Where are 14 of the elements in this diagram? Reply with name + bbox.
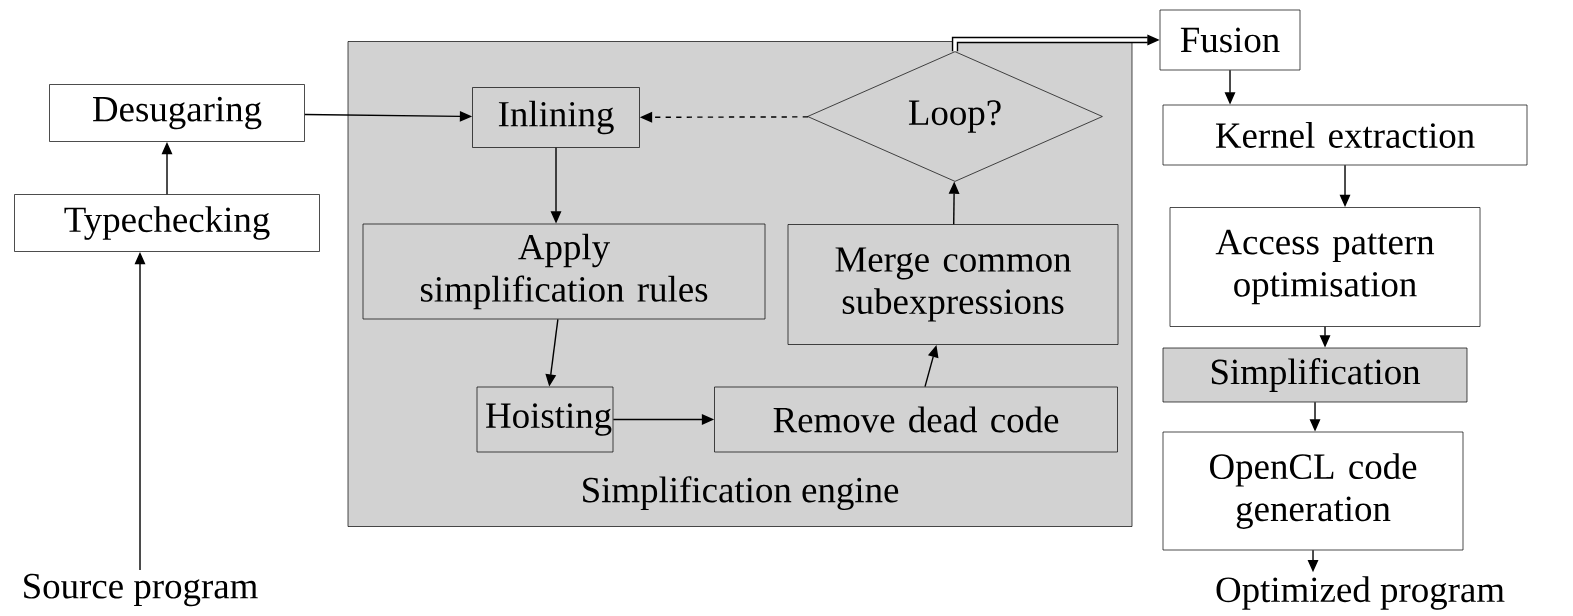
process-box: Access pattern optimisation xyxy=(1169,207,1481,327)
process-box: Desugaring xyxy=(49,84,305,142)
process-box: Simplification xyxy=(1162,347,1468,403)
process-box: Fusion xyxy=(1159,9,1301,71)
process-box: Kernel extraction xyxy=(1162,104,1528,166)
process-box: Remove dead code xyxy=(714,386,1118,453)
terminal-label: Source program xyxy=(24,573,258,607)
process-box: Typechecking xyxy=(14,194,320,252)
process-box: Apply simplification rules xyxy=(362,223,766,320)
process-box: Merge common subexpressions xyxy=(787,224,1119,345)
process-box: OpenCL code generation xyxy=(1162,431,1464,551)
process-box: Hoisting xyxy=(476,386,614,453)
terminal-label: Optimized program xyxy=(1216,576,1505,610)
process-box: Inlining xyxy=(472,87,640,148)
